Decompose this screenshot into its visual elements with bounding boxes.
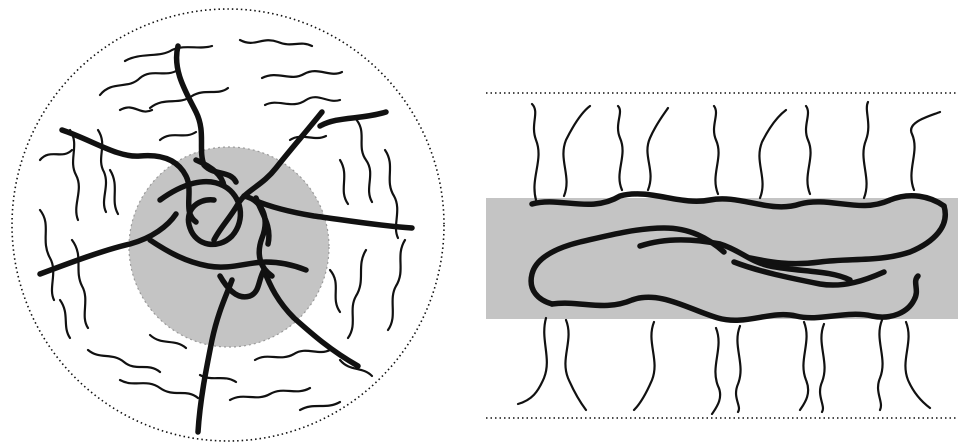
lower-chains: [518, 318, 930, 414]
bilayer-panel: [486, 93, 958, 418]
core-chains: [40, 46, 412, 432]
upper-chains: [532, 102, 940, 200]
spherical-micelle-panel: [12, 9, 444, 441]
